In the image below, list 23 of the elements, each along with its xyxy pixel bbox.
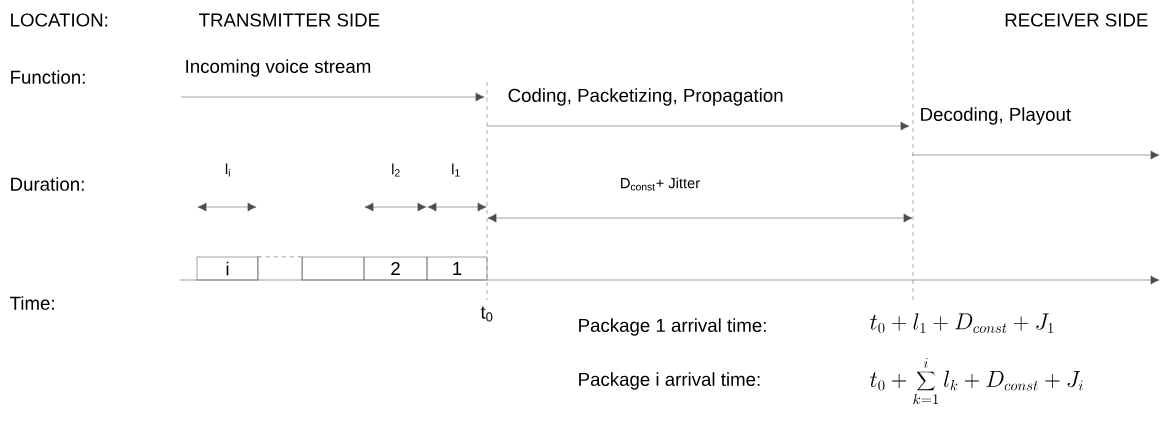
packet-box: 1	[426, 256, 488, 281]
formula-caption: Package 1 arrival time:	[579, 318, 766, 336]
side-heading: TRANSMITTER SIDE	[199, 13, 380, 27]
location-heading: LOCATION:	[11, 13, 108, 27]
packet-box: i	[196, 256, 259, 281]
side-heading: RECEIVER SIDE	[1005, 13, 1148, 27]
row-label: Time:	[10, 296, 54, 310]
formula: $t_0 + l_1 + D_{const} + J_1$	[870, 313, 1054, 334]
function-label: Incoming voice stream	[186, 59, 371, 77]
duration-label: l$_{1}$	[452, 163, 460, 177]
row-label: Function:	[11, 70, 85, 84]
function-label: Coding, Packetizing, Propagation	[508, 88, 783, 106]
packet-box	[257, 256, 303, 281]
formula-caption: Package i arrival time:	[579, 372, 760, 390]
function-label: Decoding, Playout	[921, 107, 1071, 125]
time-label: t$_{0}$	[480, 306, 493, 322]
row-label: Duration:	[11, 177, 84, 191]
duration-label: l$_{2}$	[392, 163, 400, 177]
duration-label: D$_{const}$+ Jitter	[621, 177, 700, 191]
formula: $t_0 + \sum_{k=1}^{i} l_k + D_{const} + J_i$	[870, 358, 1083, 405]
duration-label: l$_{i}$	[225, 163, 230, 177]
packet-box: 2	[363, 256, 428, 281]
packet-box	[301, 256, 365, 281]
